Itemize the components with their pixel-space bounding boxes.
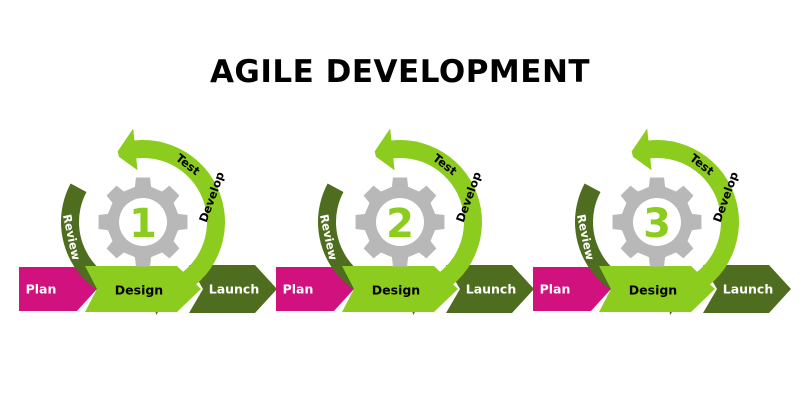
cycle-number: 3 <box>643 201 671 247</box>
design-label: Design <box>372 283 420 298</box>
cycle-number: 1 <box>129 201 157 247</box>
design-band <box>599 266 715 312</box>
design-label: Design <box>629 283 677 298</box>
arc-design-test <box>629 128 739 303</box>
arc-design-test <box>115 128 225 303</box>
launch-label: Launch <box>723 282 774 297</box>
launch-label: Launch <box>209 282 260 297</box>
deploy-label: Deploy <box>78 144 123 182</box>
arc-review-deploy <box>61 183 173 316</box>
plan-label: Plan <box>540 282 571 297</box>
launch-arrow <box>703 265 791 313</box>
gear-icon <box>612 177 702 267</box>
plan-arrow <box>19 267 97 311</box>
cycle-number: 2 <box>386 201 414 247</box>
design-label: Design <box>115 283 163 298</box>
deploy-label: Deploy <box>592 144 637 182</box>
launch-arrow <box>189 265 277 313</box>
arc-design-test <box>372 128 482 303</box>
gear-icon <box>98 177 188 267</box>
plan-label: Plan <box>283 282 314 297</box>
arc-review-deploy <box>318 183 430 316</box>
design-band <box>85 266 201 312</box>
launch-arrow <box>446 265 534 313</box>
diagram-title: AGILE DEVELOPMENT <box>209 54 591 90</box>
launch-label: Launch <box>466 282 517 297</box>
arc-review-deploy <box>575 183 687 316</box>
deploy-label: Deploy <box>335 144 380 182</box>
plan-arrow <box>276 267 354 311</box>
plan-label: Plan <box>26 282 57 297</box>
design-band <box>342 266 458 312</box>
plan-arrow <box>533 267 611 311</box>
gear-icon <box>355 177 445 267</box>
